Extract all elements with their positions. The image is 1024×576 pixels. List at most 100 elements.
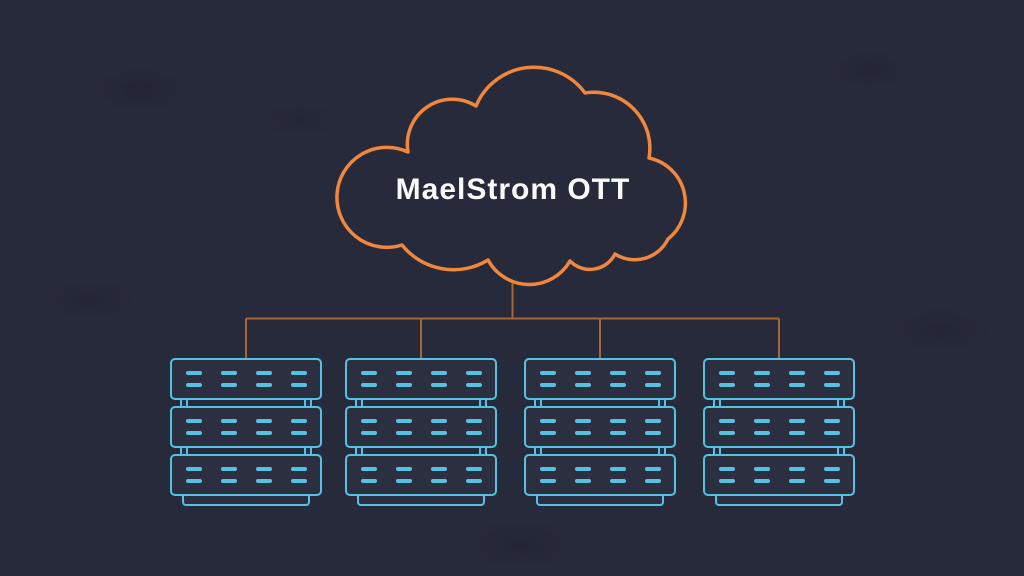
indicator-dash (430, 371, 447, 375)
rack-joint (658, 445, 666, 457)
indicator-dash (465, 431, 482, 435)
indicator-column (465, 371, 482, 387)
server-unit-2 (703, 406, 855, 448)
indicator-column (290, 467, 307, 483)
indicator-dash (255, 383, 272, 387)
indicator-dash (185, 479, 202, 483)
indicator-column (360, 371, 377, 387)
indicator-dash (220, 371, 237, 375)
indicator-column (718, 371, 735, 387)
indicator-dash (465, 419, 482, 423)
indicator-dash (788, 479, 805, 483)
indicator-dash (185, 431, 202, 435)
indicator-dash (644, 431, 661, 435)
indicator-dash (430, 431, 447, 435)
indicator-column (360, 467, 377, 483)
indicator-dash (718, 383, 735, 387)
server-unit-2 (170, 406, 322, 448)
indicator-dash (753, 419, 770, 423)
indicator-dash (395, 467, 412, 471)
indicator-dash (718, 371, 735, 375)
indicator-column (255, 467, 272, 483)
indicator-column (644, 467, 661, 483)
indicator-column (185, 467, 202, 483)
indicator-dash (788, 419, 805, 423)
indicator-column (360, 419, 377, 435)
indicator-dash (430, 419, 447, 423)
indicator-column (395, 371, 412, 387)
indicator-dash (255, 419, 272, 423)
rack-joint (534, 397, 542, 409)
indicator-column (823, 419, 840, 435)
indicator-column (185, 419, 202, 435)
indicator-column (609, 467, 626, 483)
indicator-column (395, 467, 412, 483)
indicator-dash (220, 419, 237, 423)
indicator-column (465, 467, 482, 483)
indicator-dash (823, 383, 840, 387)
indicator-dash (430, 467, 447, 471)
indicator-column (290, 371, 307, 387)
indicator-column (574, 419, 591, 435)
indicator-dash (609, 479, 626, 483)
rack-joint (304, 445, 312, 457)
indicator-dash (609, 383, 626, 387)
indicator-column (290, 419, 307, 435)
connector-lines (245, 280, 780, 360)
indicator-dash (539, 479, 556, 483)
server-rack-1 (170, 358, 322, 506)
indicator-dash (788, 431, 805, 435)
indicator-dash (644, 383, 661, 387)
indicator-dash (609, 419, 626, 423)
rack-joint (658, 397, 666, 409)
cloud-label: MaelStrom OTT (395, 173, 631, 206)
rack-joint (837, 445, 845, 457)
indicator-dash (539, 371, 556, 375)
indicator-column (718, 467, 735, 483)
indicator-dash (609, 431, 626, 435)
server-unit-1 (170, 358, 322, 400)
indicator-dash (574, 419, 591, 423)
rack-joint (180, 397, 188, 409)
indicator-dash (574, 383, 591, 387)
indicator-dash (574, 467, 591, 471)
server-unit-2 (345, 406, 497, 448)
indicator-dash (465, 383, 482, 387)
rack-joint (479, 445, 487, 457)
indicator-dash (788, 383, 805, 387)
indicator-dash (753, 467, 770, 471)
indicator-dash (290, 383, 307, 387)
indicator-column (609, 371, 626, 387)
indicator-dash (395, 419, 412, 423)
server-rack-2 (345, 358, 497, 506)
server-unit-1 (703, 358, 855, 400)
indicator-dash (465, 467, 482, 471)
indicator-dash (465, 371, 482, 375)
rack-joint (355, 397, 363, 409)
indicator-dash (718, 431, 735, 435)
indicator-column (788, 467, 805, 483)
indicator-dash (753, 479, 770, 483)
indicator-dash (753, 383, 770, 387)
indicator-dash (644, 479, 661, 483)
server-unit-3 (170, 454, 322, 496)
indicator-dash (255, 467, 272, 471)
indicator-dash (255, 479, 272, 483)
indicator-column (539, 419, 556, 435)
server-unit-3 (524, 454, 676, 496)
indicator-column (395, 419, 412, 435)
indicator-dash (718, 467, 735, 471)
server-rack-4 (703, 358, 855, 506)
indicator-dash (185, 371, 202, 375)
indicator-column (220, 467, 237, 483)
indicator-column (430, 467, 447, 483)
indicator-column (220, 371, 237, 387)
indicator-column (788, 371, 805, 387)
indicator-dash (395, 431, 412, 435)
indicator-column (644, 371, 661, 387)
indicator-dash (360, 467, 377, 471)
indicator-column (185, 371, 202, 387)
indicator-dash (574, 479, 591, 483)
indicator-dash (430, 383, 447, 387)
